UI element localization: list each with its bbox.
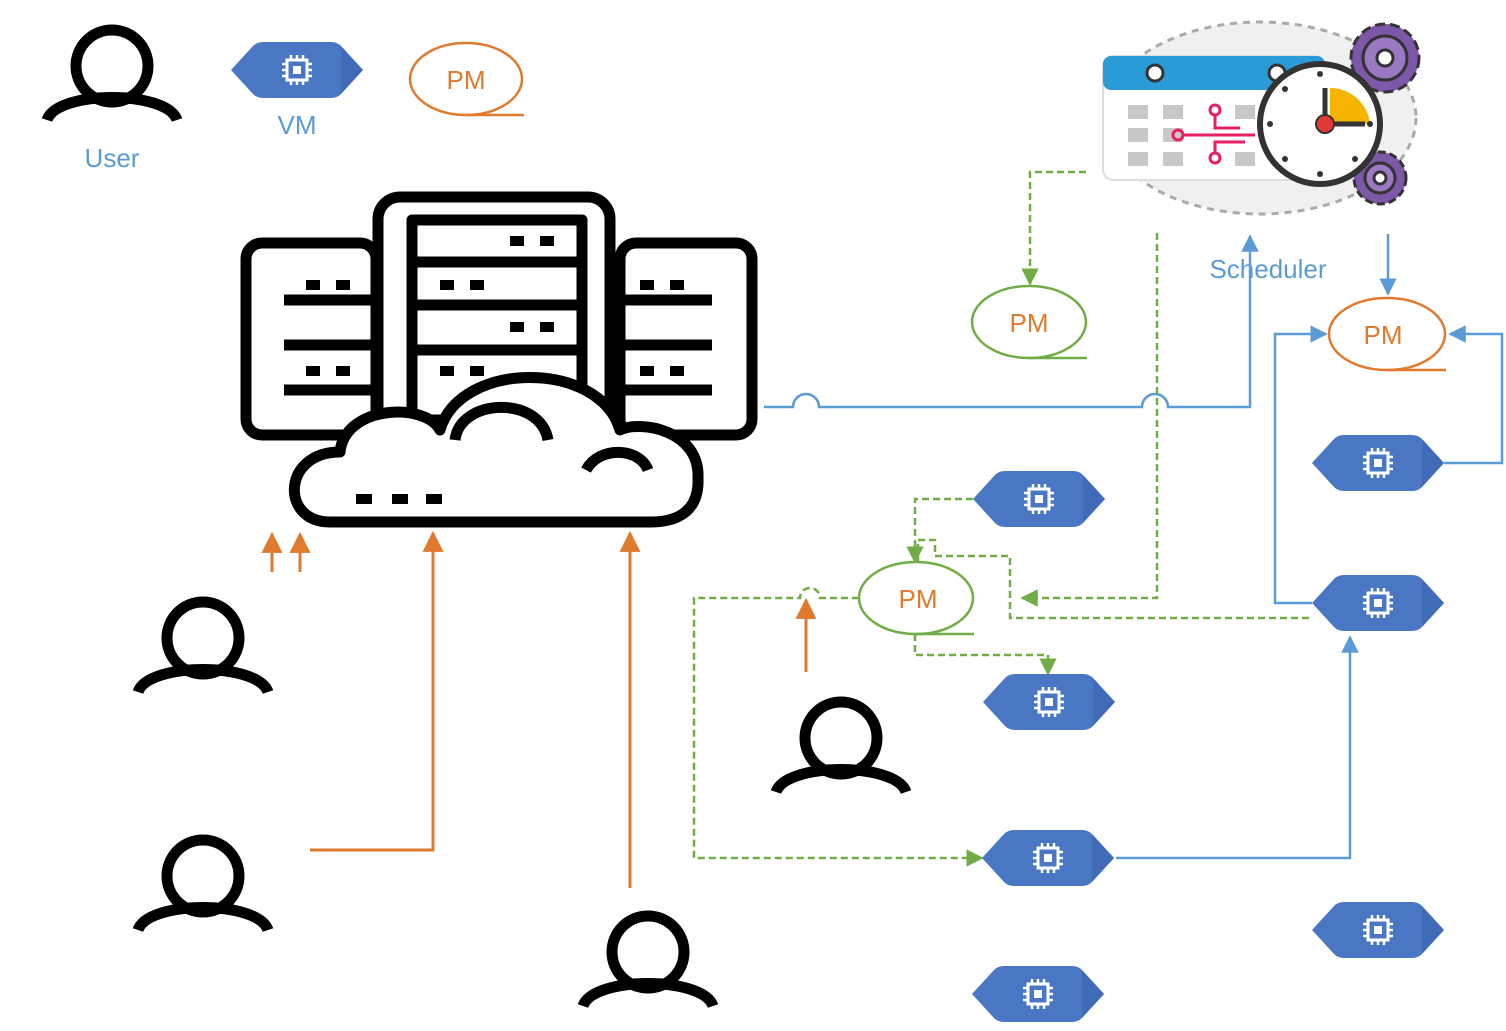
pm-node-middle-green[interactable]: PM xyxy=(857,560,975,636)
scheduler-blue-links xyxy=(764,234,1504,860)
server-led-dots xyxy=(306,236,684,504)
pm-node-top-green[interactable]: PM xyxy=(970,284,1088,360)
cloud-datacenter-icon xyxy=(240,191,758,528)
pm-label: PM xyxy=(1364,320,1403,350)
pm-label: PM xyxy=(1010,308,1049,338)
user-icon[interactable] xyxy=(138,840,268,930)
user-icon[interactable] xyxy=(776,702,906,792)
pm-node-right-orange[interactable]: PM xyxy=(1327,296,1447,372)
pm-label: PM xyxy=(899,584,938,614)
migration-green-links xyxy=(692,170,1312,867)
vm-node[interactable] xyxy=(980,828,1116,888)
vm-node[interactable] xyxy=(1310,573,1446,633)
legend-vm-icon xyxy=(229,40,365,100)
vm-node[interactable] xyxy=(1310,900,1446,960)
vm-node[interactable] xyxy=(981,672,1117,732)
user-icon[interactable] xyxy=(583,916,713,1006)
legend-user-icon xyxy=(47,30,177,120)
user-request-arrows xyxy=(261,530,817,888)
scheduler-icon xyxy=(1102,20,1421,216)
legend-vm-label: VM xyxy=(278,110,317,140)
vm-node[interactable] xyxy=(1310,433,1446,493)
user-icon[interactable] xyxy=(138,602,268,692)
scheduler-label: Scheduler xyxy=(1209,254,1326,284)
legend-pm-label: PM xyxy=(447,65,486,95)
vm-node[interactable] xyxy=(971,469,1107,529)
vm-node[interactable] xyxy=(970,964,1106,1024)
legend-pm-node: PM xyxy=(408,41,524,117)
legend-user-label: User xyxy=(85,143,140,173)
